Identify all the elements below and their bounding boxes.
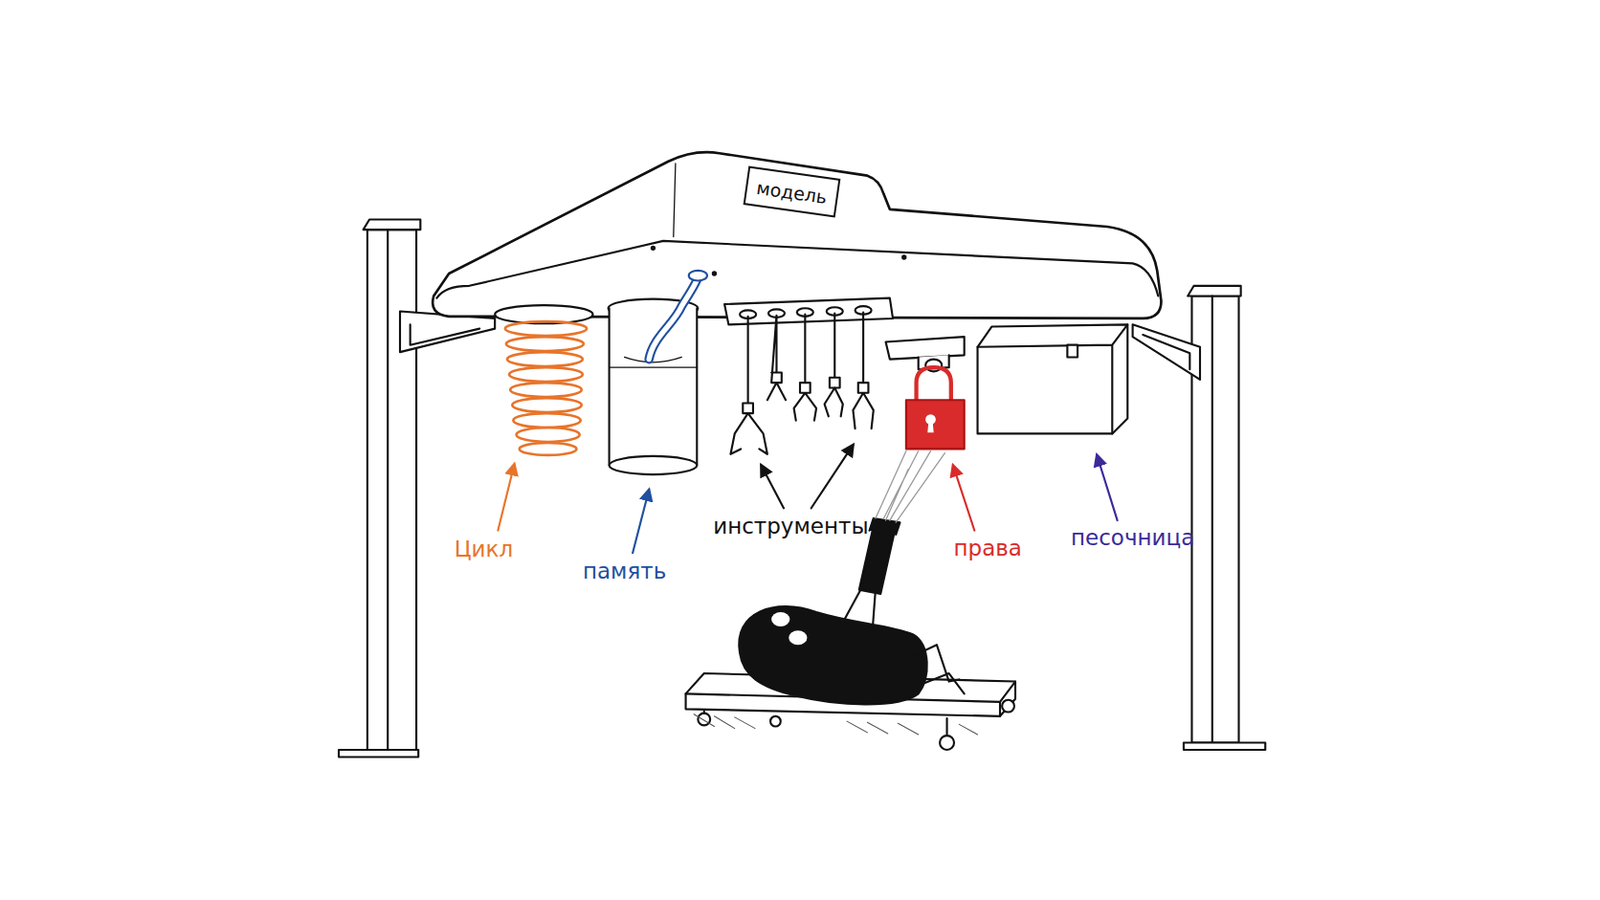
permissions-label: права <box>954 535 1023 561</box>
cycle-label: Цикл <box>454 536 513 562</box>
plate-text: модель <box>755 176 828 207</box>
sandbox-label: песочница <box>1070 525 1195 551</box>
memory-label: память <box>582 558 667 584</box>
tools-label: инструменты <box>712 513 868 539</box>
model-plate: модель <box>743 165 842 218</box>
